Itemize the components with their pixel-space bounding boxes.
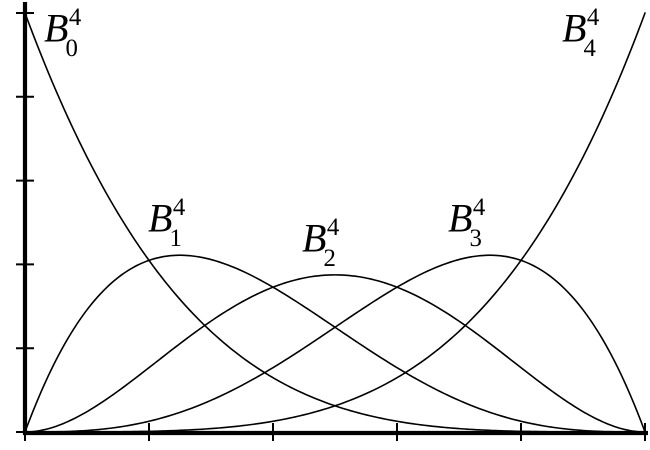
label-b2-base: B [302,215,327,261]
label-b0-subscript: 0 [65,34,78,62]
label-b4: B4 4 [562,5,611,61]
curve-b2 [24,274,646,433]
label-b3-subscript: 3 [469,224,482,252]
curve-b3 [24,254,646,433]
label-b4-base: B [562,5,587,51]
label-b2-superscript: 4 [326,213,340,241]
label-b3: B4 3 [448,195,497,251]
label-b2-subscript: 2 [323,244,336,272]
label-b4-subscript: 4 [583,34,596,62]
label-b3-base: B [448,195,473,241]
axes-group [22,2,648,436]
label-b1-subscript: 1 [169,224,182,252]
x-axis-ticks [24,423,646,441]
label-b2: B4 2 [302,215,351,271]
label-b1-superscript: 4 [172,193,186,221]
label-b0: B4 0 [44,5,93,61]
label-b1: B4 1 [148,195,197,251]
label-b4-superscript: 4 [586,3,600,31]
y-axis-ticks [16,12,34,433]
label-b0-superscript: 4 [68,3,82,31]
label-b3-superscript: 4 [472,193,486,221]
label-b0-base: B [44,5,69,51]
label-b1-base: B [148,195,173,241]
